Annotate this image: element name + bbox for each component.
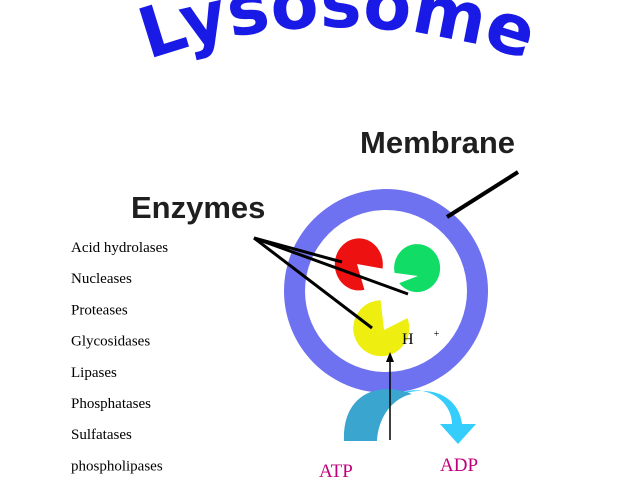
enzyme-list-item: Phosphatases <box>71 396 151 412</box>
enzymes-label: Enzymes <box>131 190 265 225</box>
proton-charge: + <box>434 329 440 340</box>
membrane-pointer-line <box>445 170 520 219</box>
enzyme-list-item: Acid hydrolases <box>71 240 168 256</box>
adp-label: ADP <box>440 455 478 476</box>
membrane-label: Membrane <box>360 125 515 160</box>
proton-symbol: H <box>402 331 414 348</box>
atp-label: ATP <box>319 461 353 482</box>
enzyme-red-shape <box>334 238 383 291</box>
enzyme-list-item: Lipases <box>71 365 117 381</box>
enzyme-list-item: Nucleases <box>71 271 132 287</box>
diagram-title-text: Lysosome <box>129 0 545 75</box>
atp-arrow-light <box>373 390 476 444</box>
enzymes-pointer-lines <box>253 236 409 330</box>
diagram-title: Lysosome <box>0 0 633 89</box>
atp-arrow-dark <box>343 389 412 441</box>
enzyme-list-item: phospholipases <box>71 458 163 474</box>
enzyme-list-item: Glycosidases <box>71 334 150 350</box>
enzyme-list-item: Proteases <box>71 302 128 318</box>
enzyme-list-item: Sulfatases <box>71 427 132 443</box>
proton-arrow-head <box>386 352 394 362</box>
enzyme-yellow-shape <box>353 300 410 357</box>
enzyme-green-shape <box>394 244 441 293</box>
enzyme-list: Acid hydrolasesNucleasesProteasesGlycosi… <box>71 240 168 474</box>
proton-label: H + <box>382 324 451 348</box>
